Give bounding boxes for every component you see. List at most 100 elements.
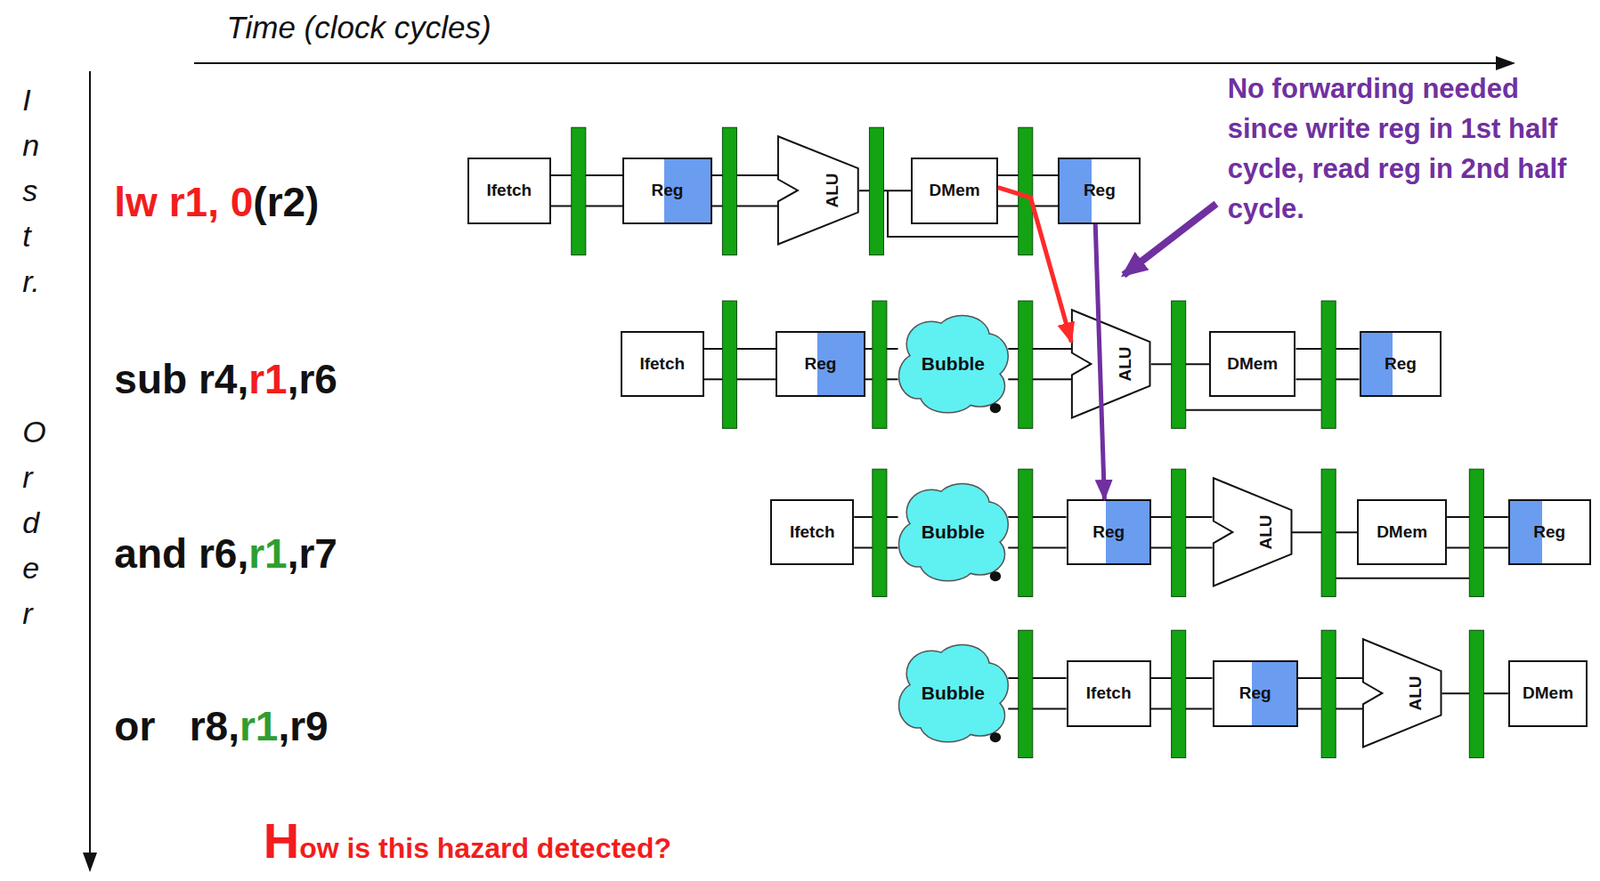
- pipeline-register-bar: [1469, 630, 1484, 758]
- stage-label: ALU: [1255, 515, 1276, 551]
- register-file-box: Reg: [1212, 660, 1299, 727]
- stage-label: ALU: [1405, 676, 1426, 712]
- pipeline-register-bar: [872, 469, 887, 597]
- axis-title: Instr.: [22, 77, 24, 305]
- pipeline-register-bar: [1018, 300, 1033, 429]
- stage-label: Bubble: [921, 682, 985, 705]
- text-line: Order: [22, 409, 24, 637]
- stage-box: Ifetch: [620, 331, 705, 398]
- pipeline-register-bar: [1321, 300, 1336, 429]
- datapath-wire: [704, 378, 776, 381]
- text-line: Time (clock cycles): [226, 9, 491, 46]
- stage-label: ALU: [1114, 347, 1135, 382]
- bubble-cloud: Bubble: [898, 643, 1009, 744]
- instruction-text: (r2): [252, 178, 319, 227]
- pipeline-registers: [571, 127, 1485, 758]
- stage-label: Reg: [1083, 180, 1116, 201]
- alu-shape: ALU: [1212, 477, 1292, 588]
- datapath-wire: [1007, 516, 1066, 519]
- cloud-dot: [989, 571, 1000, 582]
- alu-outline: [1071, 308, 1151, 420]
- datapath-wires: [551, 175, 1509, 709]
- alu-outline: [1212, 477, 1292, 588]
- question-text: ow is this hazard detected?: [299, 832, 672, 866]
- order-axis: [89, 71, 91, 871]
- stage-label: Reg: [651, 180, 684, 201]
- question-text: H: [263, 812, 300, 870]
- axis-title: Order: [22, 409, 24, 637]
- stage-label: Reg: [1092, 522, 1125, 543]
- stage-label: DMem: [929, 180, 981, 201]
- alu-shape: ALU: [1071, 308, 1151, 420]
- pipeline-register-bar: [1171, 630, 1186, 758]
- register-file-box: Reg: [1508, 499, 1592, 566]
- datapath-wire: [1007, 378, 1072, 381]
- text-line: How is this hazard detected?: [263, 812, 672, 870]
- datapath-wire: [1007, 677, 1066, 680]
- alu-outline: [778, 137, 859, 245]
- datapath-wire: [1007, 708, 1066, 711]
- instruction-text: ,r6: [287, 355, 338, 404]
- datapath-wire: [1007, 546, 1066, 549]
- cloud-dot: [989, 403, 1000, 414]
- register-file-box: Reg: [1359, 331, 1443, 398]
- time-axis: [194, 62, 1514, 65]
- stage-box: Ifetch: [770, 499, 854, 566]
- instruction-text: lw r1, 0: [113, 178, 253, 227]
- pipeline-register-bar: [1018, 469, 1033, 597]
- alu-outline: [1212, 479, 1292, 587]
- callout-note: No forwarding needed since write reg in …: [1227, 69, 1591, 230]
- pipeline-register-bar: [1018, 127, 1033, 255]
- text-line: and r6,r1,r7: [113, 529, 338, 578]
- stage-box: Ifetch: [467, 157, 552, 224]
- stage-label: Ifetch: [639, 354, 685, 374]
- stage-box: DMem: [910, 157, 998, 224]
- alu-shape: ALU: [777, 135, 860, 246]
- register-file-box: Reg: [622, 157, 713, 224]
- stage-label: Bubble: [921, 353, 985, 375]
- pipeline-register-bar: [722, 127, 737, 255]
- register-file-box: Reg: [1057, 157, 1141, 224]
- datapath-wire: [859, 189, 911, 192]
- stage-label: Ifetch: [487, 180, 533, 201]
- register-name: r1: [239, 702, 278, 751]
- instruction-text: ,r7: [287, 529, 338, 578]
- alu-outline: [1363, 640, 1442, 748]
- stage-box: DMem: [1209, 331, 1296, 398]
- register-file-box: Reg: [775, 331, 866, 398]
- pipeline-register-bar: [1321, 630, 1336, 758]
- bubble-cloud: Bubble: [898, 314, 1009, 415]
- stage-label: Ifetch: [1086, 683, 1132, 704]
- register-file-box: Reg: [1066, 499, 1152, 566]
- pipeline-register-bar: [872, 300, 887, 429]
- pipeline-register-bar: [1171, 300, 1186, 429]
- register-name: r1: [248, 529, 287, 578]
- instruction-text: ,r9: [277, 702, 328, 751]
- alu-outline: [1072, 309, 1151, 418]
- pipeline-register-bar: [1321, 469, 1336, 597]
- register-name: r1: [248, 355, 287, 404]
- pipeline-register-bar: [1018, 630, 1033, 758]
- pipeline-register-bar: [869, 127, 884, 255]
- instruction-text: or r8,: [113, 702, 240, 751]
- stage-label: ALU: [821, 173, 842, 209]
- bubble-cloud: Bubble: [898, 482, 1009, 583]
- stage-label: DMem: [1376, 522, 1428, 543]
- text-line: sub r4,r1,r6: [113, 355, 338, 404]
- stage-box: Ifetch: [1066, 660, 1152, 727]
- alu-outline: [1362, 638, 1442, 749]
- stage-box: DMem: [1508, 660, 1588, 727]
- stage-label: Reg: [1533, 522, 1566, 543]
- alu-outline: [777, 135, 860, 246]
- stage-box: DMem: [1356, 499, 1447, 566]
- datapath-wire: [551, 205, 623, 208]
- stage-label: DMem: [1522, 683, 1574, 704]
- datapath-wire: [1007, 348, 1072, 350]
- stage-label: Ifetch: [789, 522, 836, 543]
- text-line: lw r1, 0(r2): [113, 178, 319, 227]
- instruction-text: sub r4,: [113, 355, 249, 404]
- pipeline-register-bar: [571, 127, 586, 255]
- text-line: or r8,r1,r9: [113, 702, 328, 751]
- datapath-wire: [704, 348, 776, 350]
